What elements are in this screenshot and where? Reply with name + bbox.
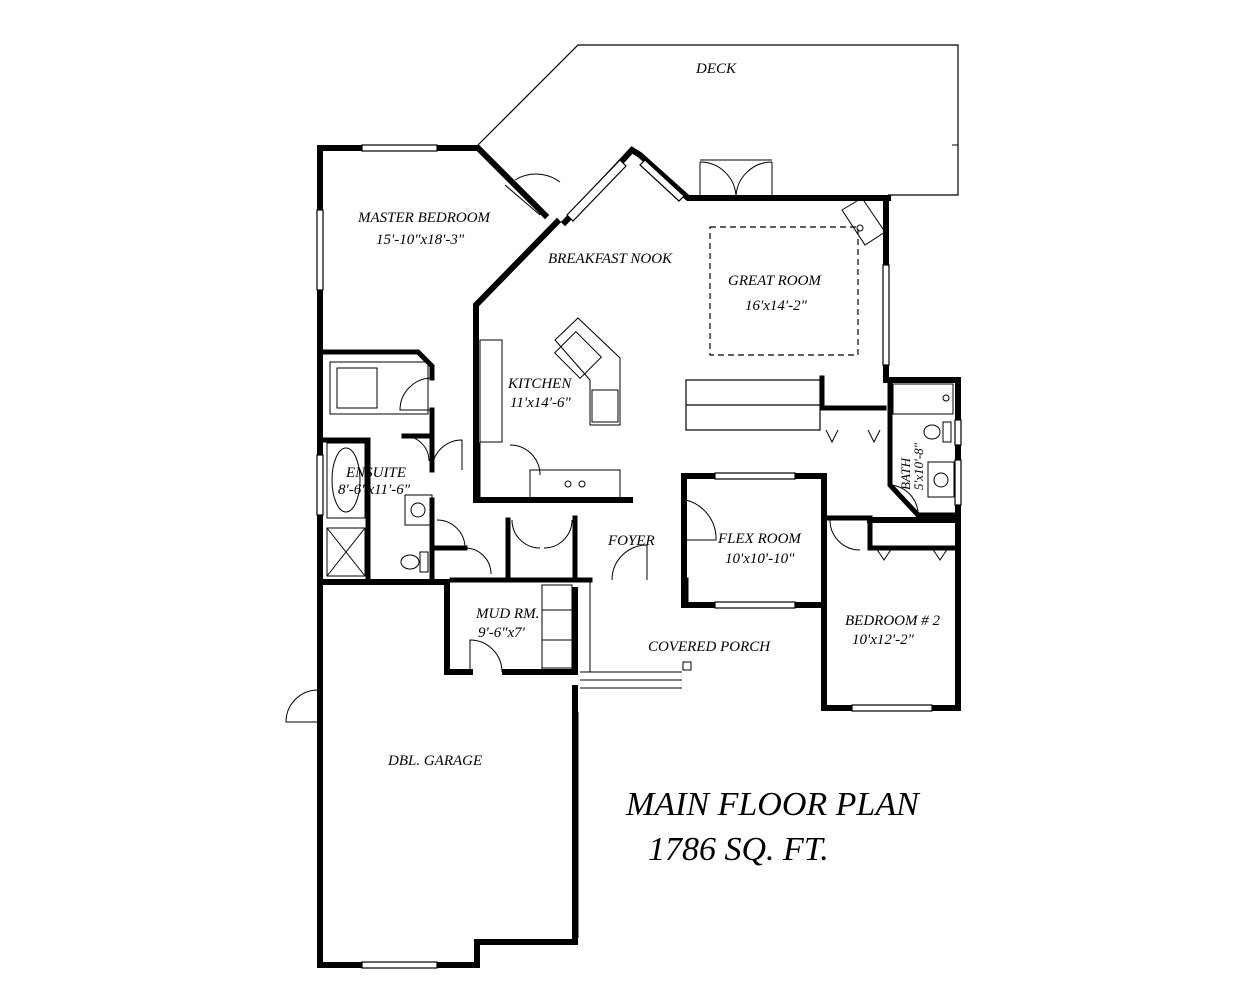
room-labels: DECK MASTER BEDROOM 15'-10"x18'-3" BREAK… — [338, 61, 940, 769]
interior-walls — [319, 349, 961, 606]
fixtures — [326, 197, 955, 689]
flex-room-size: 10'x10'-10" — [725, 551, 795, 567]
plan-area: 1786 SQ. FT. — [648, 831, 829, 868]
plan-title: MAIN FLOOR PLAN — [625, 786, 921, 823]
garage-label: DBL. GARAGE — [387, 753, 482, 769]
mud-room-name: MUD RM. — [475, 606, 539, 622]
bedroom-2-size: 10'x12'-2" — [852, 632, 915, 648]
doors — [285, 159, 919, 723]
kitchen-name: KITCHEN — [507, 376, 572, 392]
foyer-label: FOYER — [607, 533, 655, 549]
deck-label: DECK — [695, 61, 737, 77]
bath-size: 5'x10'-8" — [911, 442, 926, 490]
master-bedroom-name: MASTER BEDROOM — [357, 210, 492, 226]
bedroom-2-name: BEDROOM # 2 — [845, 613, 940, 629]
stairs — [685, 379, 821, 431]
master-bedroom-size: 15'-10"x18'-3" — [376, 232, 465, 248]
covered-porch-label: COVERED PORCH — [648, 639, 771, 655]
breakfast-nook-label: BREAKFAST NOOK — [548, 251, 673, 267]
flex-room-name: FLEX ROOM — [717, 531, 802, 547]
bath-name: BATH — [898, 457, 913, 490]
ensuite-name: ENSUITE — [345, 465, 406, 481]
windows — [316, 144, 962, 969]
deck — [477, 44, 959, 196]
mud-room-size: 9'-6"x7' — [478, 625, 526, 641]
kitchen-size: 11'x14'-6" — [510, 395, 571, 411]
ensuite-size: 8'-6"x11'-6" — [338, 482, 411, 498]
plan-title-block: MAIN FLOOR PLAN 1786 SQ. FT. — [625, 786, 921, 868]
great-room-size: 16'x14'-2" — [745, 298, 808, 314]
great-room-name: GREAT ROOM — [728, 273, 822, 289]
